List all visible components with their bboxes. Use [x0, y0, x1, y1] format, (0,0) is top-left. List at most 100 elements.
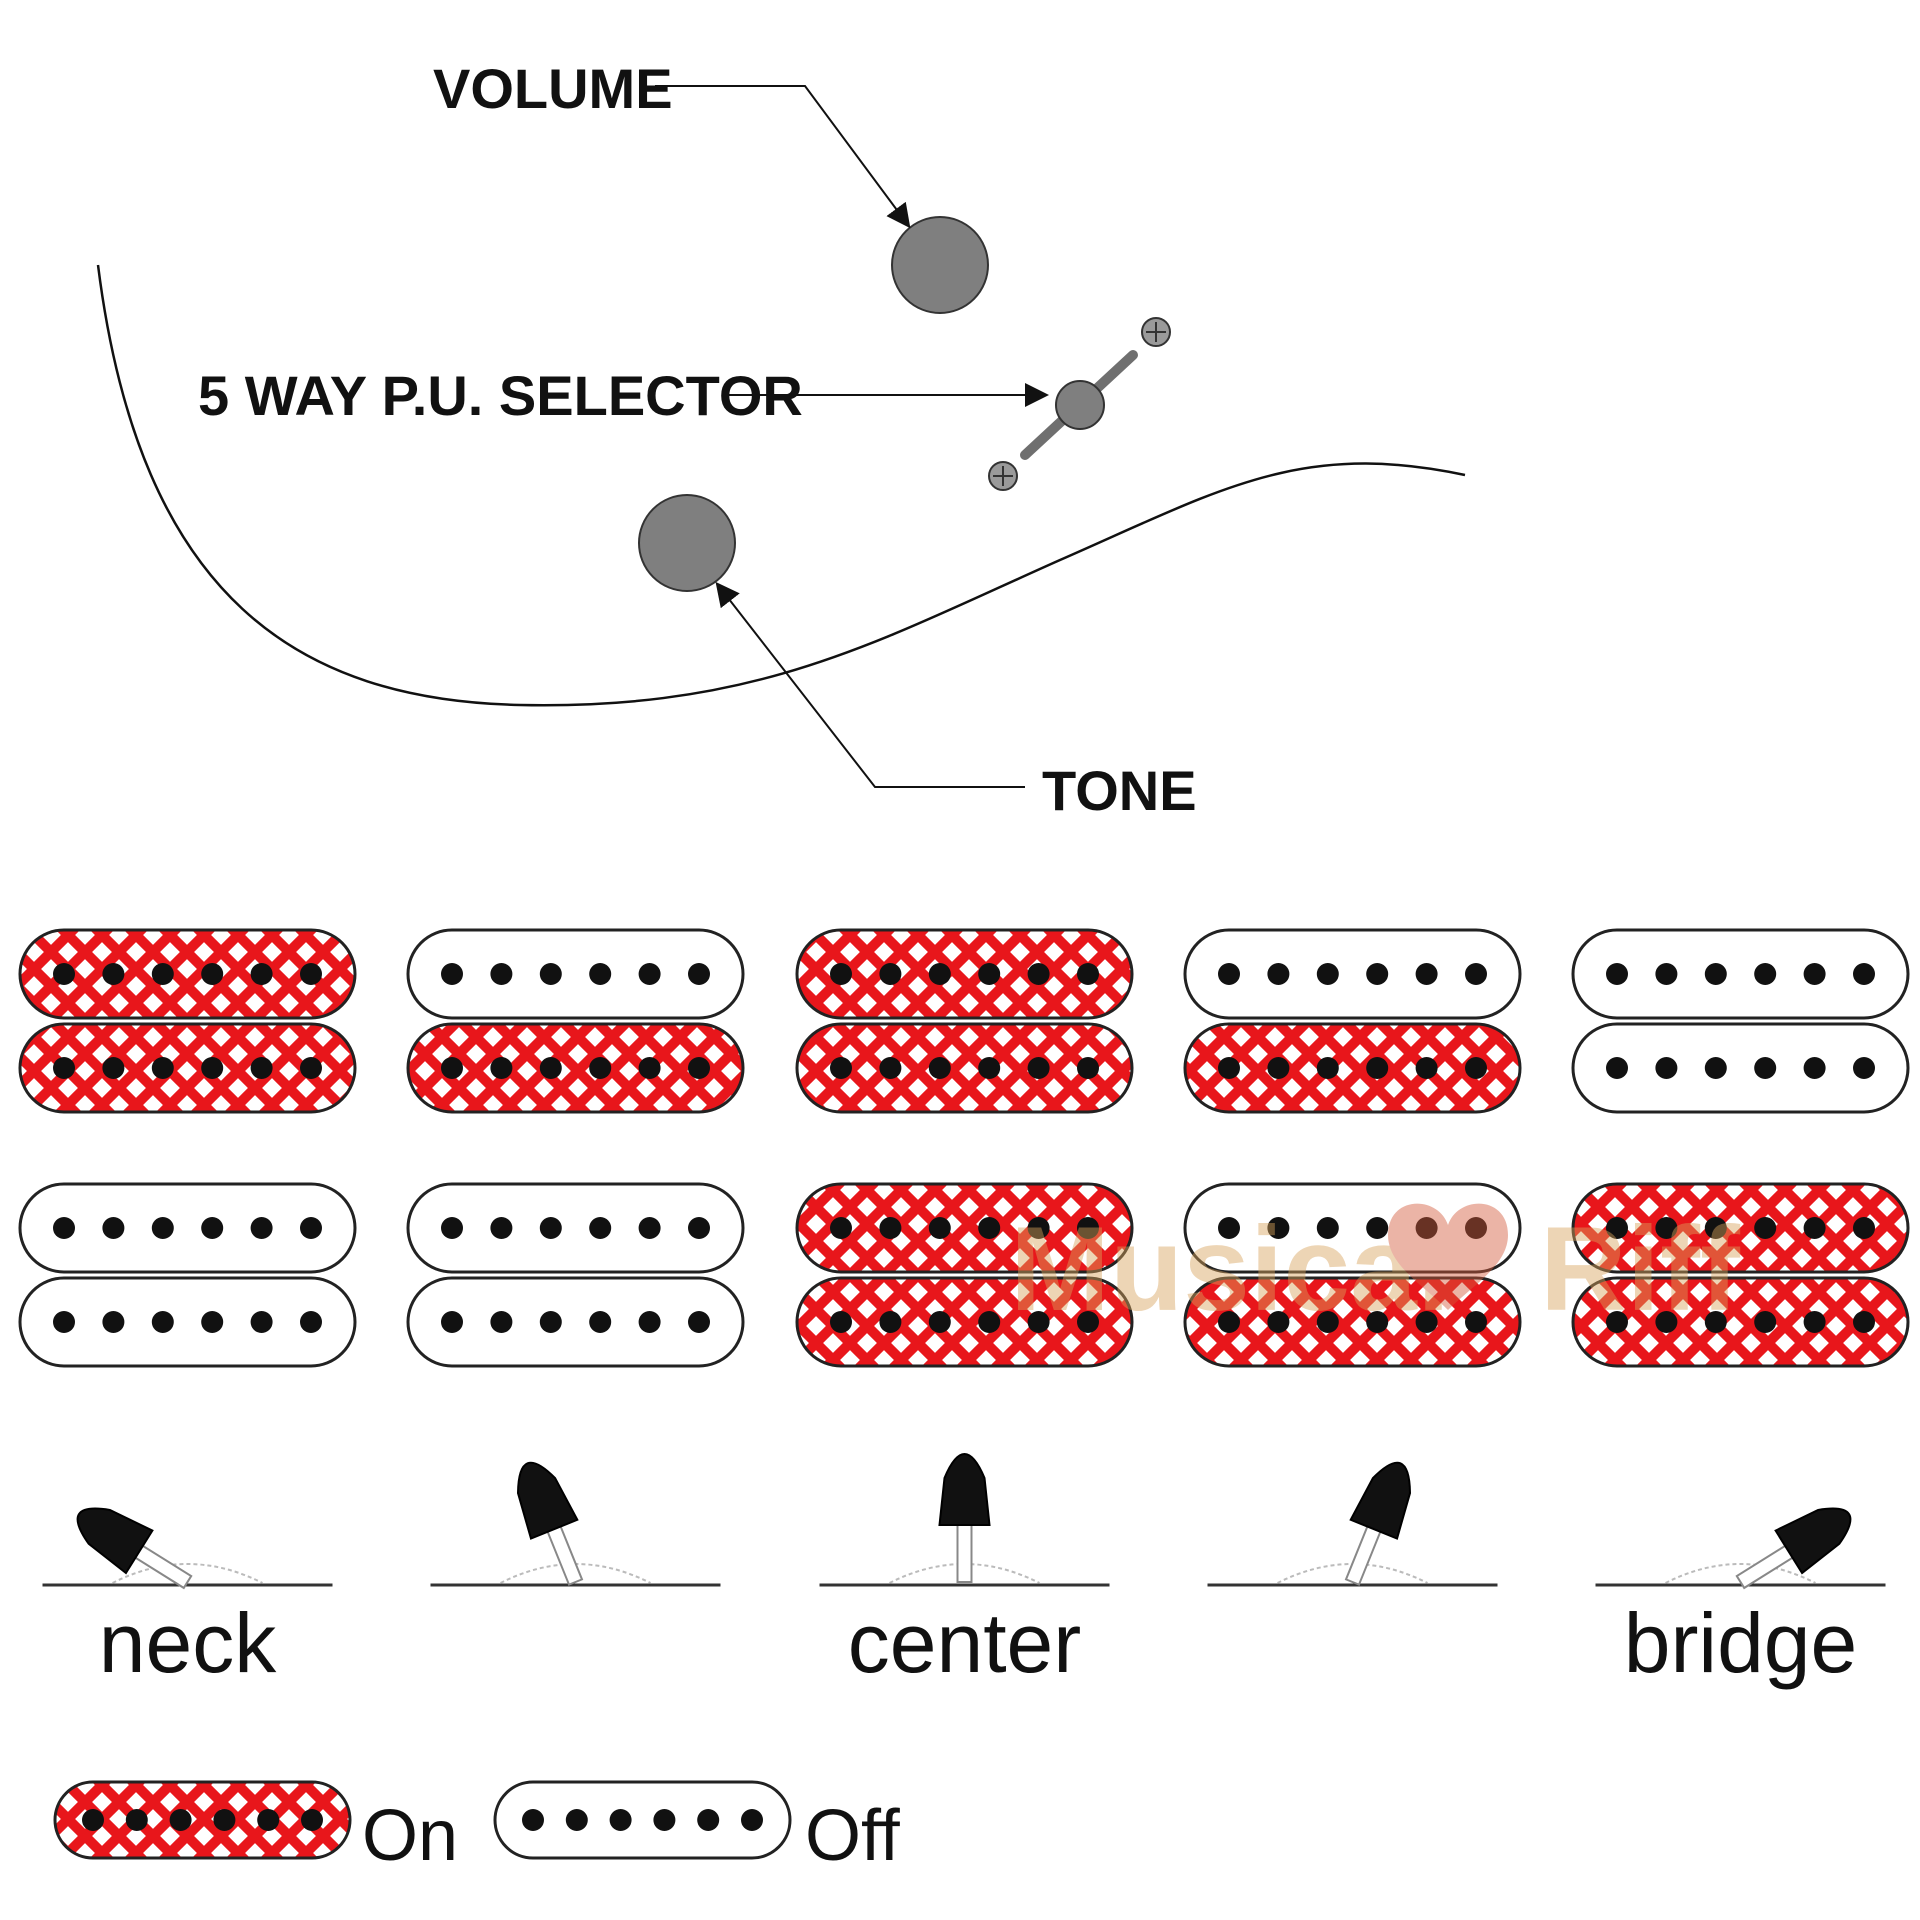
bridge-coil-top [795, 1182, 1134, 1274]
pole-piece [1077, 963, 1099, 985]
pole-piece [169, 1809, 192, 1831]
selector-switch-tip[interactable] [1055, 380, 1105, 430]
pole-piece [300, 1057, 322, 1079]
pole-piece [830, 1057, 852, 1079]
pole-piece [978, 963, 1001, 985]
neck-coil-top [406, 928, 745, 1020]
neck-coil-top [1183, 928, 1522, 1020]
volume-leader-line [655, 85, 911, 229]
bridge-coil-bottom [795, 1276, 1134, 1368]
pole-piece [1415, 963, 1438, 985]
pole-piece [250, 963, 273, 985]
pole-piece [1803, 1217, 1826, 1239]
screw-icon [1141, 317, 1171, 347]
pole-piece [1754, 1217, 1777, 1239]
bridge-coil-top [1571, 1182, 1910, 1274]
pole-piece [1803, 1311, 1826, 1333]
selector-label: 5 WAY P.U. SELECTOR [198, 364, 803, 427]
pole-piece [300, 963, 322, 985]
neck-coil-bottom [1183, 1022, 1522, 1114]
pole-piece [53, 1057, 75, 1079]
pole-piece [1027, 1217, 1050, 1239]
pole-piece [688, 963, 710, 985]
pole-piece [1655, 1311, 1678, 1333]
pole-piece [539, 1057, 562, 1079]
pole-piece [1754, 963, 1777, 985]
pole-piece [53, 1311, 75, 1333]
volume-label: VOLUME [433, 57, 673, 120]
pole-piece [879, 1217, 902, 1239]
pole-piece [441, 1311, 463, 1333]
bridge-coil-bottom [18, 1276, 357, 1368]
pole-piece [490, 1217, 513, 1239]
bridge-coil-top [18, 1182, 357, 1274]
bridge-coil-top [1183, 1182, 1522, 1274]
pole-piece [301, 1809, 323, 1831]
pole-piece [928, 1311, 951, 1333]
pole-piece [1218, 1057, 1240, 1079]
pole-piece [201, 963, 224, 985]
pole-piece [1853, 1057, 1875, 1079]
pole-piece [1606, 963, 1628, 985]
pickup-column-4 [1183, 928, 1522, 1368]
pole-piece [1803, 1057, 1826, 1079]
bridge-coil-top [406, 1182, 745, 1274]
pole-piece [490, 963, 513, 985]
pole-piece [688, 1217, 710, 1239]
pole-piece [830, 1311, 852, 1333]
pickup-grid [18, 928, 1910, 1368]
pole-piece [830, 1217, 852, 1239]
pole-piece [102, 1217, 125, 1239]
pickup-column-3 [795, 928, 1134, 1368]
pole-piece [928, 963, 951, 985]
neck-coil-bottom [18, 1022, 357, 1114]
selector-position-3: center [819, 1453, 1110, 1690]
pole-piece [741, 1809, 763, 1831]
pole-piece [82, 1809, 104, 1831]
watermark-left: Musical [1010, 1202, 1450, 1336]
pole-piece [1465, 1057, 1487, 1079]
pole-piece [638, 963, 661, 985]
volume-knob[interactable] [891, 216, 989, 314]
selector-position-4 [1207, 1461, 1498, 1587]
pole-piece [125, 1809, 148, 1831]
pole-piece [1803, 963, 1826, 985]
tone-leader-line [715, 581, 1025, 788]
bridge-coil-bottom [406, 1276, 745, 1368]
pole-piece [879, 963, 902, 985]
pole-piece [928, 1057, 951, 1079]
screw-icon [988, 461, 1018, 491]
pole-piece [1077, 1057, 1099, 1079]
pole-piece [589, 1217, 612, 1239]
pole-piece [1027, 1311, 1050, 1333]
pole-piece [1853, 963, 1875, 985]
legend-off-swatch [493, 1780, 792, 1860]
pole-piece [978, 1217, 1001, 1239]
pole-piece [1853, 1311, 1875, 1333]
pole-piece [1316, 963, 1339, 985]
pole-piece [1267, 963, 1290, 985]
pole-piece [1704, 1217, 1727, 1239]
pole-piece [490, 1057, 513, 1079]
pole-piece [522, 1809, 544, 1831]
pole-piece [1415, 1057, 1438, 1079]
pole-piece [638, 1217, 661, 1239]
pole-piece [1754, 1057, 1777, 1079]
position-label: center [848, 1596, 1081, 1690]
pole-piece [151, 963, 174, 985]
pole-piece [1267, 1057, 1290, 1079]
tone-knob[interactable] [638, 494, 736, 592]
pole-piece [589, 1311, 612, 1333]
lever-base [1665, 1563, 1816, 1584]
pole-piece [1704, 1311, 1727, 1333]
bridge-coil-bottom [1183, 1276, 1522, 1368]
lever-icon [516, 1461, 584, 1586]
selector-position-2 [430, 1461, 721, 1587]
pickup-column-5 [1571, 928, 1910, 1368]
pole-piece [102, 963, 125, 985]
pole-piece [1267, 1217, 1290, 1239]
pole-piece [589, 963, 612, 985]
pole-piece [1218, 1217, 1240, 1239]
